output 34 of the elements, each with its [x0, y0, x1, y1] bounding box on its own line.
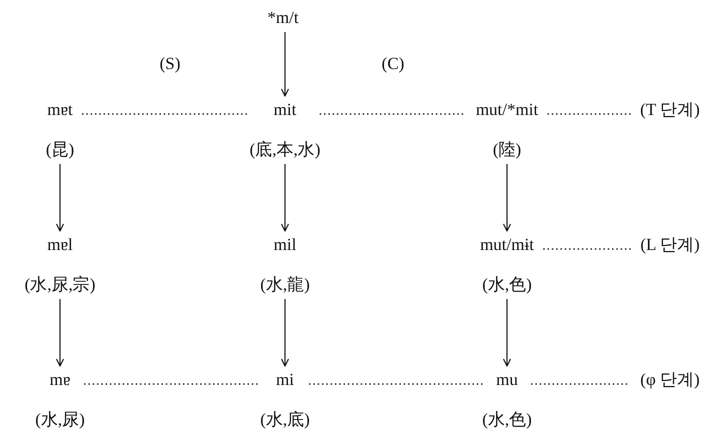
word-form: mit — [274, 100, 296, 120]
gloss: (水,尿,宗) — [24, 275, 96, 295]
dotted-line — [543, 248, 632, 250]
gloss: (水,色) — [482, 275, 532, 295]
word-form: mu — [496, 370, 518, 390]
gloss: (底,本,水) — [250, 140, 320, 160]
word-form: mil — [274, 235, 296, 255]
arrow — [280, 164, 290, 232]
arrow — [56, 164, 64, 232]
dotted-line — [547, 113, 631, 115]
gloss: (水,龍) — [260, 275, 310, 295]
gloss: (水,尿) — [35, 410, 85, 430]
stage-label: (φ 단계) — [640, 370, 700, 390]
stage-label: (T 단계) — [640, 100, 700, 120]
word-form: mi — [276, 370, 294, 390]
gloss: (水,色) — [482, 410, 532, 430]
stage-label: (L 단계) — [640, 235, 700, 255]
gloss: (陸) — [492, 140, 522, 160]
gloss: (水,底) — [260, 410, 310, 430]
arrow — [280, 299, 290, 367]
arrow — [280, 32, 290, 97]
side-label: (C) — [382, 54, 404, 74]
word-form: mɐl — [47, 235, 73, 255]
word-form: *m/t — [267, 8, 299, 28]
arrow — [56, 299, 64, 367]
word-form: mut/*mit — [476, 100, 538, 120]
gloss: (昆) — [46, 140, 74, 160]
arrow — [502, 299, 512, 367]
word-form: mut/mɨt — [480, 235, 534, 255]
side-label: (S) — [160, 54, 180, 74]
arrow — [502, 164, 512, 232]
word-form: mɐt — [47, 100, 73, 120]
word-form: mɐ — [50, 370, 70, 390]
dotted-line — [308, 383, 483, 385]
